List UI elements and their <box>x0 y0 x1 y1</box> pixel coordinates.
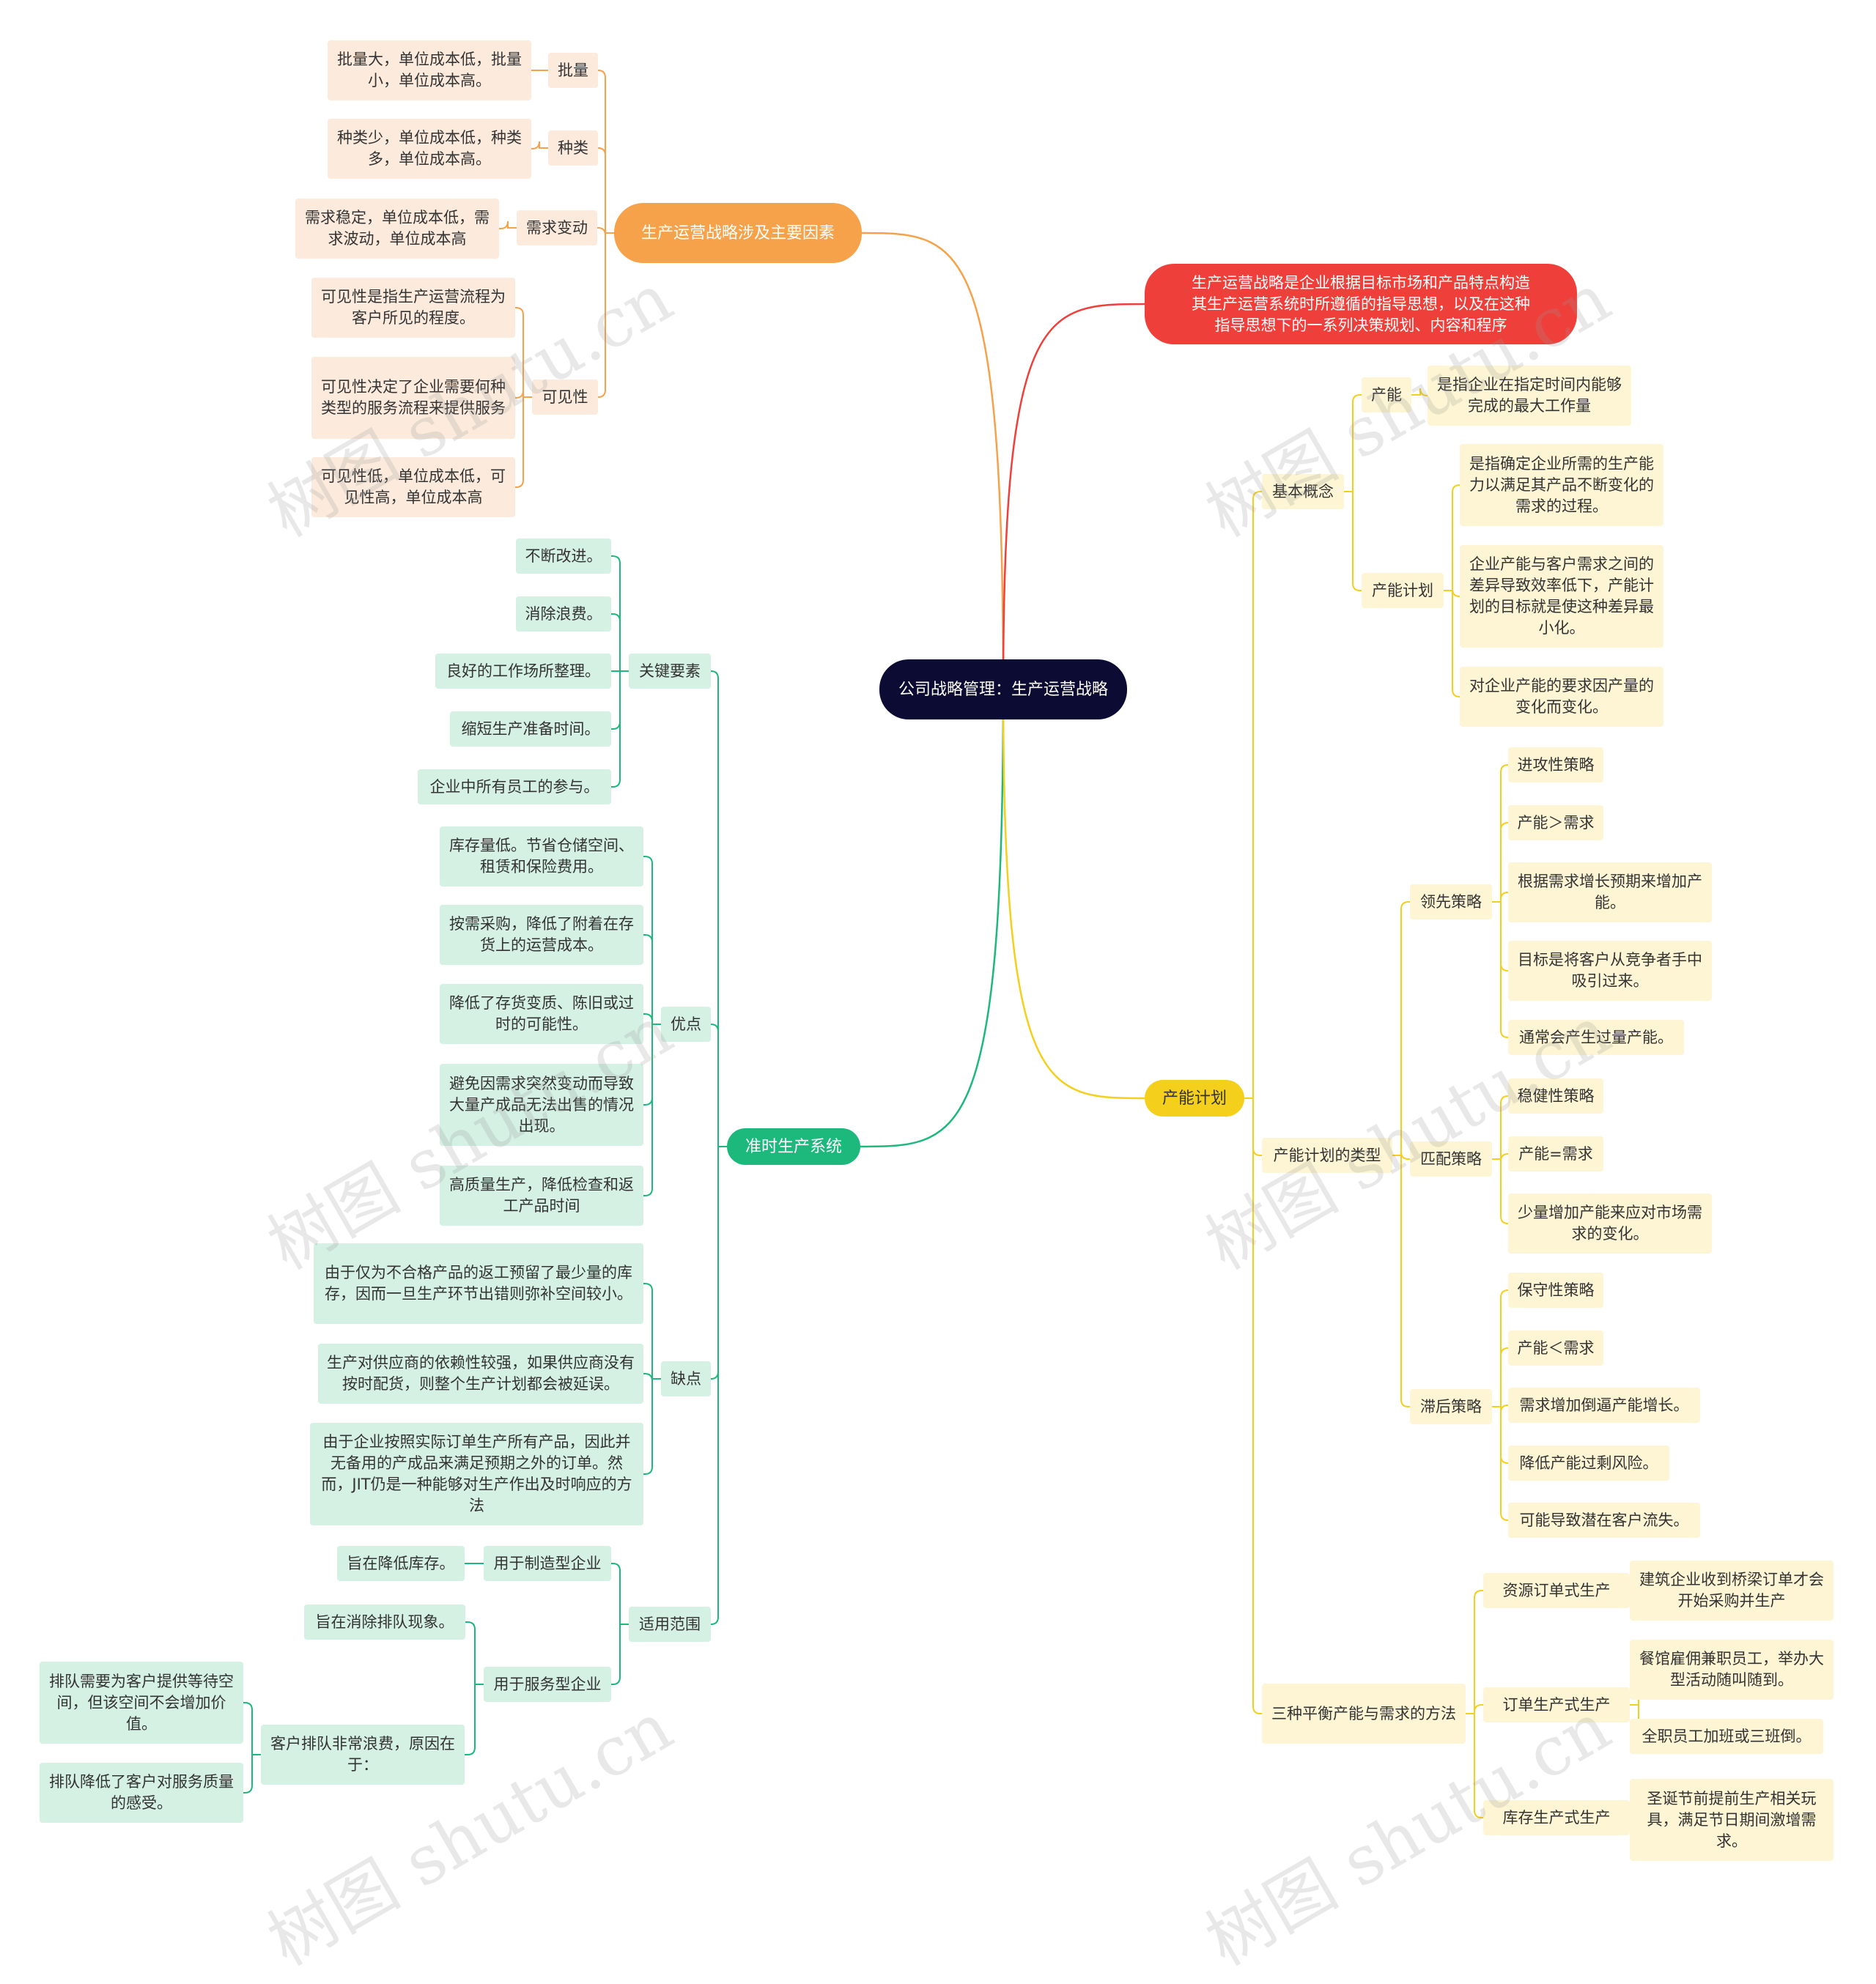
key-item-1[interactable]: 不断改进。 <box>516 538 611 574</box>
queue-label[interactable]: 客户排队非常浪费，原因在于： <box>261 1725 465 1785</box>
service-desc[interactable]: 旨在消除排队现象。 <box>304 1604 465 1640</box>
stock-desc[interactable]: 圣诞节前提前生产相关玩具，满足节日期间激增需求。 <box>1630 1779 1833 1861</box>
variety-desc[interactable]: 种类少，单位成本低，种类多，单位成本高。 <box>328 119 531 179</box>
service-label[interactable]: 用于服务型企业 <box>484 1667 611 1702</box>
branch-jit[interactable]: 准时生产系统 <box>727 1128 860 1165</box>
cons-label[interactable]: 缺点 <box>661 1361 711 1396</box>
queue-item-1[interactable]: 排队需要为客户提供等待空间，但该空间不会增加价值。 <box>40 1662 243 1744</box>
cons-item-1[interactable]: 由于仅为不合格产品的返工预留了最少量的库存，因而一旦生产环节出错则弥补空间较小。 <box>314 1243 643 1324</box>
order-label[interactable]: 订单生产式生产 <box>1483 1687 1630 1722</box>
key-item-3[interactable]: 良好的工作场所整理。 <box>435 654 611 689</box>
lag-item-3[interactable]: 需求增加倒逼产能增长。 <box>1508 1388 1700 1423</box>
scope-label[interactable]: 适用范围 <box>629 1607 711 1642</box>
key-item-4[interactable]: 缩短生产准备时间。 <box>450 711 611 747</box>
match-label[interactable]: 匹配策略 <box>1410 1141 1492 1177</box>
pros-item-1[interactable]: 库存量低。节省仓储空间、租赁和保险费用。 <box>440 826 643 886</box>
branch-factors[interactable]: 生产运营战略涉及主要因素 <box>614 203 862 263</box>
visibility-item-2[interactable]: 可见性决定了企业需要何种类型的服务流程来提供服务 <box>311 357 515 439</box>
capacity-desc[interactable]: 是指企业在指定时间内能够完成的最大工作量 <box>1428 366 1631 426</box>
balance-label[interactable]: 三种平衡产能与需求的方法 <box>1262 1684 1466 1744</box>
cons-item-2[interactable]: 生产对供应商的依赖性较强，如果供应商没有按时配货，则整个生产计划都会被延误。 <box>318 1344 643 1404</box>
plan-item-2[interactable]: 企业产能与客户需求之间的差异导致效率低下，产能计划的目标就是使这种差异最小化。 <box>1460 545 1663 648</box>
pros-item-2[interactable]: 按需采购，降低了附着在存货上的运营成本。 <box>440 905 643 965</box>
key-label[interactable]: 关键要素 <box>629 654 711 689</box>
match-item-1[interactable]: 稳健性策略 <box>1508 1078 1603 1114</box>
pros-label[interactable]: 优点 <box>661 1007 711 1042</box>
pros-item-5[interactable]: 高质量生产，降低检查和返工产品时间 <box>440 1166 643 1226</box>
lag-item-1[interactable]: 保守性策略 <box>1508 1273 1603 1308</box>
visibility-item-3[interactable]: 可见性低，单位成本低，可见性高，单位成本高 <box>311 457 515 517</box>
lag-item-4[interactable]: 降低产能过剩风险。 <box>1508 1446 1669 1481</box>
match-item-3[interactable]: 少量增加产能来应对市场需求的变化。 <box>1508 1193 1712 1254</box>
branch-capacity[interactable]: 产能计划 <box>1145 1080 1244 1117</box>
lead-item-5[interactable]: 通常会产生过量产能。 <box>1508 1020 1684 1055</box>
pros-item-3[interactable]: 降低了存货变质、陈旧或过时的可能性。 <box>440 984 643 1044</box>
plan-label[interactable]: 产能计划 <box>1362 573 1444 608</box>
root-topic[interactable]: 公司战略管理：生产运营战略 <box>879 659 1127 719</box>
lead-item-4[interactable]: 目标是将客户从竞争者手中吸引过来。 <box>1508 941 1712 1001</box>
lead-item-3[interactable]: 根据需求增长预期来增加产能。 <box>1508 862 1712 922</box>
lead-item-1[interactable]: 进攻性策略 <box>1508 747 1603 782</box>
plan-item-3[interactable]: 对企业产能的要求因产量的变化而变化。 <box>1460 667 1663 727</box>
resource-label[interactable]: 资源订单式生产 <box>1483 1573 1630 1608</box>
demand-label[interactable]: 需求变动 <box>517 210 597 245</box>
order-item-1[interactable]: 餐馆雇佣兼职员工，举办大型活动随叫随到。 <box>1630 1640 1833 1700</box>
queue-item-2[interactable]: 排队降低了客户对服务质量的感受。 <box>40 1763 243 1823</box>
lag-label[interactable]: 滞后策略 <box>1410 1389 1492 1424</box>
basic-label[interactable]: 基本概念 <box>1262 474 1344 509</box>
visibility-item-1[interactable]: 可见性是指生产运营流程为客户所见的程度。 <box>311 278 515 338</box>
batch-desc[interactable]: 批量大，单位成本低，批量小，单位成本高。 <box>328 40 531 100</box>
types-label[interactable]: 产能计划的类型 <box>1262 1138 1392 1173</box>
demand-desc[interactable]: 需求稳定，单位成本低，需求波动，单位成本高 <box>295 199 499 259</box>
connector-lines <box>243 70 1647 1821</box>
stock-label[interactable]: 库存生产式生产 <box>1483 1800 1630 1835</box>
plan-item-1[interactable]: 是指确定企业所需的生产能力以满足其产品不断变化的需求的过程。 <box>1460 444 1663 526</box>
key-item-5[interactable]: 企业中所有员工的参与。 <box>418 769 611 804</box>
variety-label[interactable]: 种类 <box>548 130 598 166</box>
lead-label[interactable]: 领先策略 <box>1410 884 1492 919</box>
key-item-2[interactable]: 消除浪费。 <box>516 596 611 632</box>
batch-label[interactable]: 批量 <box>548 53 598 88</box>
capacity-label[interactable]: 产能 <box>1362 377 1411 412</box>
visibility-label[interactable]: 可见性 <box>532 380 598 415</box>
lead-item-2[interactable]: 产能＞需求 <box>1508 805 1603 840</box>
branch-definition[interactable]: 生产运营战略是企业根据目标市场和产品特点构造其生产运营系统时所遵循的指导思想，以… <box>1145 264 1577 344</box>
resource-desc[interactable]: 建筑企业收到桥梁订单才会开始采购并生产 <box>1630 1561 1833 1621</box>
match-item-2[interactable]: 产能=需求 <box>1508 1136 1603 1171</box>
manufacturing-desc[interactable]: 旨在降低库存。 <box>337 1546 465 1581</box>
order-item-2[interactable]: 全职员工加班或三班倒。 <box>1630 1719 1823 1754</box>
pros-item-4[interactable]: 避免因需求突然变动而导致大量产成品无法出售的情况出现。 <box>440 1064 643 1146</box>
cons-item-3[interactable]: 由于企业按照实际订单生产所有产品，因此并无备用的产成品来满足预期之外的订单。然而… <box>310 1423 643 1525</box>
manufacturing-label[interactable]: 用于制造型企业 <box>484 1546 611 1581</box>
lag-item-2[interactable]: 产能＜需求 <box>1508 1330 1603 1366</box>
lag-item-5[interactable]: 可能导致潜在客户流失。 <box>1508 1503 1700 1538</box>
